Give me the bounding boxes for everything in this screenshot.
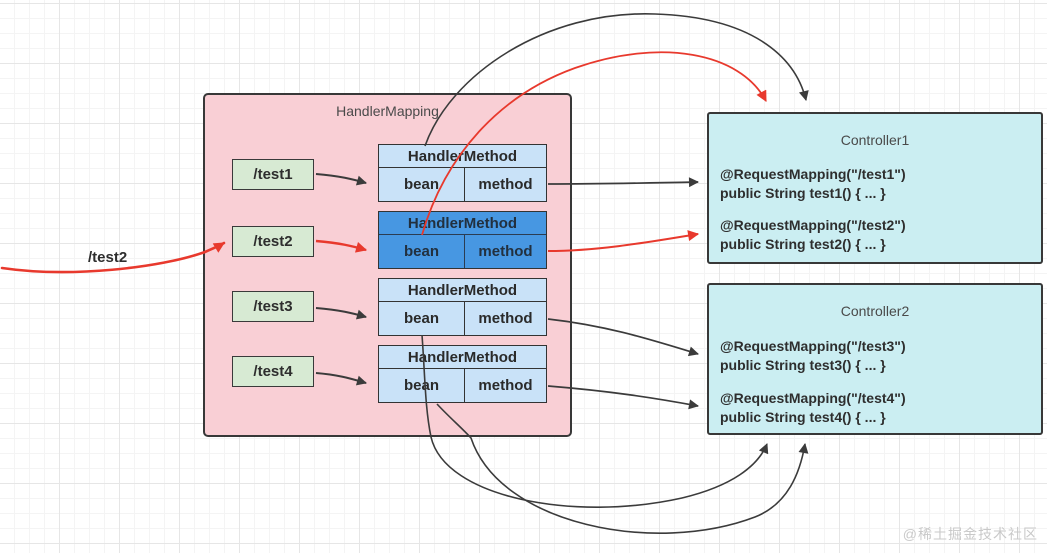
handler-method-row: bean method	[379, 168, 546, 201]
controller1-title: Controller1	[840, 132, 910, 148]
handler-method-title: HandlerMethod	[379, 346, 546, 369]
handler-method-table-2-highlighted: HandlerMethod bean method	[378, 211, 547, 269]
annotation-line: @RequestMapping("/test3")	[720, 338, 906, 354]
signature-line: public String test2() { ... }	[720, 236, 886, 252]
handler-method-title: HandlerMethod	[379, 279, 546, 302]
route-box-test1: /test1	[232, 159, 314, 190]
handler-method-row: bean method	[379, 302, 546, 335]
signature-line: public String test1() { ... }	[720, 185, 886, 201]
annotation-line: @RequestMapping("/test4")	[720, 390, 906, 406]
controller1-box: Controller1 @RequestMapping("/test1") pu…	[707, 112, 1043, 264]
bean-cell: bean	[379, 302, 465, 335]
method-cell: method	[478, 377, 533, 394]
bean-cell: bean	[379, 369, 465, 402]
controller2-title: Controller2	[840, 303, 910, 319]
controller2-method-test3: @RequestMapping("/test3") public String …	[720, 337, 1035, 375]
handler-method-row: bean method	[379, 235, 546, 268]
handler-method-table-4: HandlerMethod bean method	[378, 345, 547, 403]
signature-line: public String test3() { ... }	[720, 357, 886, 373]
annotation-line: @RequestMapping("/test1")	[720, 166, 906, 182]
incoming-request-label: /test2	[88, 249, 128, 266]
route-box-test3: /test3	[232, 291, 314, 322]
method-cell: method	[478, 176, 533, 193]
method-cell: method	[478, 243, 533, 260]
route-label-test4: /test4	[253, 363, 293, 380]
handler-mapping-title: HandlerMapping	[336, 103, 439, 119]
controller1-method-test2: @RequestMapping("/test2") public String …	[720, 216, 1035, 254]
route-box-test2: /test2	[232, 226, 314, 257]
annotation-line: @RequestMapping("/test2")	[720, 217, 906, 233]
handler-method-table-1: HandlerMethod bean method	[378, 144, 547, 202]
handler-method-title: HandlerMethod	[379, 212, 546, 235]
signature-line: public String test4() { ... }	[720, 409, 886, 425]
bean-cell: bean	[379, 235, 465, 268]
controller2-method-test4: @RequestMapping("/test4") public String …	[720, 389, 1035, 427]
route-label-test3: /test3	[253, 298, 293, 315]
route-box-test4: /test4	[232, 356, 314, 387]
method-cell: method	[478, 310, 533, 327]
handler-method-table-3: HandlerMethod bean method	[378, 278, 547, 336]
bean-cell: bean	[379, 168, 465, 201]
handler-method-title: HandlerMethod	[379, 145, 546, 168]
watermark: @稀土掘金技术社区	[902, 526, 1038, 542]
controller2-box: Controller2 @RequestMapping("/test3") pu…	[707, 283, 1043, 435]
controller1-method-test1: @RequestMapping("/test1") public String …	[720, 165, 1035, 203]
route-label-test2: /test2	[253, 233, 293, 250]
route-label-test1: /test1	[253, 166, 293, 183]
handler-method-row: bean method	[379, 369, 546, 402]
